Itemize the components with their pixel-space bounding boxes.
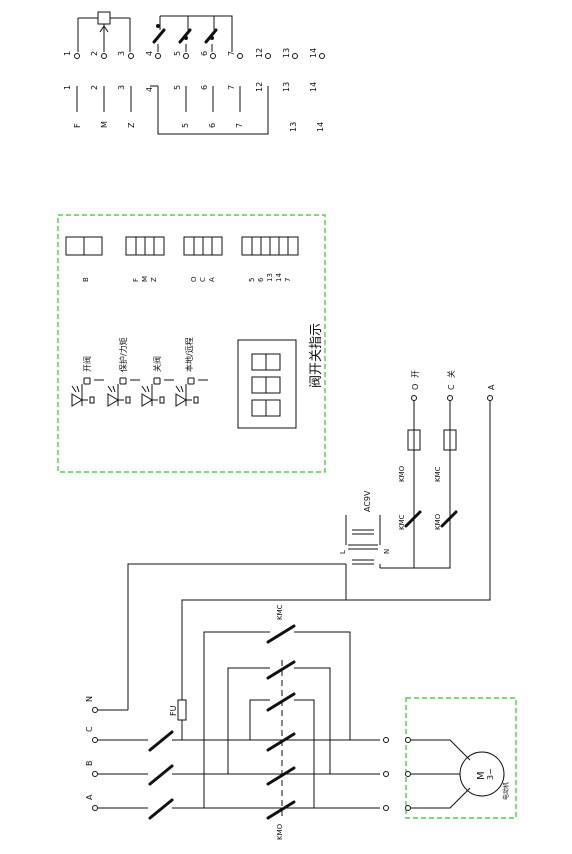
terminal-number: 7	[227, 51, 236, 56]
output-id: C	[447, 384, 456, 390]
terminal-bottom-number: 13	[289, 122, 298, 132]
fuse-label: FU	[169, 705, 178, 716]
motor-caption: 电动机	[502, 782, 510, 800]
terminal-number: 6	[200, 85, 209, 90]
output-id: O	[411, 384, 420, 390]
connector-pin: 5	[248, 278, 256, 282]
terminal-number: 14	[309, 48, 318, 58]
terminal-number: 12	[255, 48, 264, 58]
main-breaker	[148, 730, 380, 820]
terminal-number: 1	[63, 51, 72, 56]
led-close: 关阀	[141, 356, 174, 407]
output-alarm: A	[487, 384, 496, 401]
terminal-name-m: M	[100, 121, 109, 128]
led-label: 关阀	[152, 356, 162, 372]
relay-label: KMO	[434, 513, 442, 530]
led-label: 保护/力矩	[118, 337, 128, 372]
phase-label: N	[85, 696, 94, 702]
terminal-number: 1	[63, 85, 72, 90]
control-circuit: AC9V L N KMO KMC KMC KMO O 开 C	[127, 370, 496, 710]
terminal-name-z: Z	[127, 122, 136, 128]
phase-label: A	[85, 794, 94, 800]
terminal-bottom-number: 14	[316, 122, 325, 132]
led-label: 本地/远程	[184, 337, 194, 372]
terminal-number: 2	[90, 51, 99, 56]
terminal-number: 2	[90, 85, 99, 90]
fuse: FU	[169, 699, 187, 740]
led-open: 开阀	[71, 356, 104, 407]
motor: M 3~ 电动机	[405, 697, 517, 819]
connector-pin: 6	[257, 277, 265, 282]
terminal-number: 12	[255, 82, 264, 92]
relay-label: KMC	[398, 514, 406, 530]
terminal-number: 5	[173, 51, 182, 56]
led-label: 开阀	[83, 356, 92, 372]
power-circuit: A B C N FU KMC KMO	[85, 604, 517, 840]
connector-pin: M	[141, 276, 149, 282]
relay-coil-kmc: KMC KMO	[434, 429, 458, 530]
phase-label: C	[85, 726, 94, 732]
terminal-number: 13	[282, 82, 291, 92]
relay-coil-kmo: KMO KMC	[398, 429, 422, 530]
output-close: C 关	[446, 370, 456, 401]
connector-b: B	[65, 236, 103, 282]
transformer-left: L	[339, 550, 347, 554]
terminal-row-top: 1 2 3 4 5 6 7 12 13 14	[63, 48, 325, 59]
contactor-kmo: KMO	[266, 660, 296, 840]
terminal-number: 6	[200, 51, 209, 56]
contactor-label-kmo: KMO	[276, 823, 284, 840]
terminal-number: 5	[173, 85, 182, 90]
transformer: AC9V L N	[339, 490, 391, 600]
motor-label: M	[476, 771, 487, 780]
output-open: O 开	[411, 370, 420, 401]
connector-pin: O	[190, 276, 198, 282]
terminal-number: 3	[117, 51, 126, 56]
led-local-remote: 本地/远程	[175, 337, 208, 407]
terminal-number: 3	[117, 85, 126, 90]
phase-label: B	[85, 761, 94, 767]
output-id: A	[487, 384, 496, 390]
connector-pin: 13	[266, 273, 274, 282]
top-terminal-block: 1 2 3 4 5 6 7 12 13 14 1 2 3 4 5 6 7 12 …	[63, 11, 325, 135]
terminal-number: 4	[145, 51, 154, 56]
segment-display	[237, 339, 297, 429]
contactor-label-kmc: KMC	[276, 604, 284, 620]
terminal-number: 7	[227, 85, 236, 90]
relay-label: KMO	[398, 465, 406, 482]
terminal-bottom-number: 5	[181, 123, 190, 128]
panel-title: 阀开关指示	[309, 323, 324, 388]
phase-inputs: A B C N	[85, 696, 148, 811]
relay-label: KMC	[434, 466, 442, 482]
terminal-row-mid: 1 2 3 4 5 6 7 12 13 14	[63, 82, 318, 135]
terminal-number: 14	[309, 82, 318, 92]
connector-pin: 7	[284, 278, 292, 282]
indicator-panel: B F M Z O C A 5 6 13 14 7	[57, 214, 326, 473]
transformer-right: N	[383, 549, 391, 554]
connector-pin: F	[132, 278, 140, 282]
output-text: 开	[411, 370, 420, 378]
connector-pin: 14	[275, 273, 283, 282]
output-text: 关	[446, 370, 456, 378]
motor-phase: 3~	[486, 768, 495, 780]
connector-pin: A	[208, 277, 216, 282]
connector-pin: B	[82, 277, 90, 282]
connector-fmz: F M Z	[125, 236, 165, 282]
connector-pin: C	[199, 277, 207, 282]
contactor-kmc: KMC	[203, 604, 351, 808]
terminal-name-f: F	[73, 123, 82, 128]
terminal-bottom-number: 6	[208, 123, 217, 128]
terminal-number: 13	[282, 48, 291, 58]
connector-pin: Z	[150, 277, 158, 282]
connector-switches: 5 6 13 14 7	[241, 236, 299, 282]
transformer-voltage: AC9V	[363, 490, 372, 512]
led-torque: 保护/力矩	[107, 337, 140, 407]
connector-oca: O C A	[183, 236, 223, 282]
terminal-bottom-number: 7	[235, 123, 244, 128]
terminal-number: 4	[145, 87, 154, 92]
